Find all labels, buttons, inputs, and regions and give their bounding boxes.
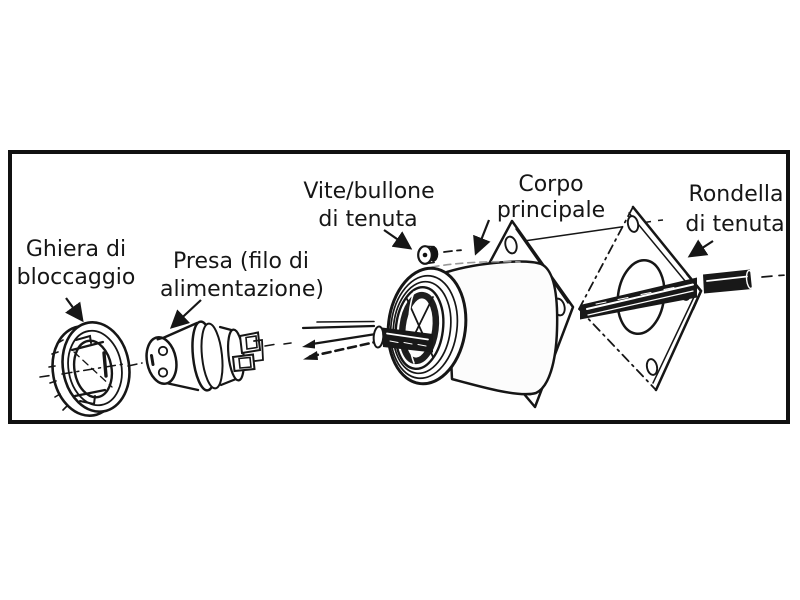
power-wires-drawing [301, 320, 433, 360]
label-vite-line1: Vite/bullone [303, 179, 434, 204]
label-ghiera-line2: bloccaggio [17, 265, 136, 290]
label-rondella: Rondella di tenuta [685, 182, 785, 258]
label-vite: Vite/bullone di tenuta [303, 179, 435, 250]
label-vite-line2: di tenuta [318, 207, 417, 232]
label-rondella-line2: di tenuta [685, 212, 784, 237]
corpo-pointer-arrow [473, 219, 491, 256]
label-corpo: Corpo principale [473, 172, 605, 256]
label-corpo-line1: Corpo [518, 172, 583, 197]
label-rondella-line1: Rondella [689, 182, 784, 207]
label-presa-line1: Presa (filo di [173, 249, 309, 274]
label-ghiera-line1: Ghiera di [26, 237, 126, 262]
label-presa-line2: alimentazione) [160, 277, 324, 302]
vite-pointer-arrow [383, 229, 413, 250]
threaded-rod-drawing [580, 269, 785, 320]
ghiera-pointer-arrow [65, 297, 84, 323]
presa-pointer-arrow [169, 299, 202, 329]
label-presa: Presa (filo di alimentazione) [160, 249, 324, 329]
label-ghiera: Ghiera di bloccaggio [17, 237, 136, 323]
plug-drawing [145, 320, 292, 392]
sealing-screw-drawing [417, 245, 462, 265]
main-body-drawing [386, 219, 575, 409]
rondella-pointer-arrow [687, 239, 714, 258]
locking-ring-drawing [39, 321, 143, 417]
label-corpo-line2: principale [497, 198, 605, 223]
